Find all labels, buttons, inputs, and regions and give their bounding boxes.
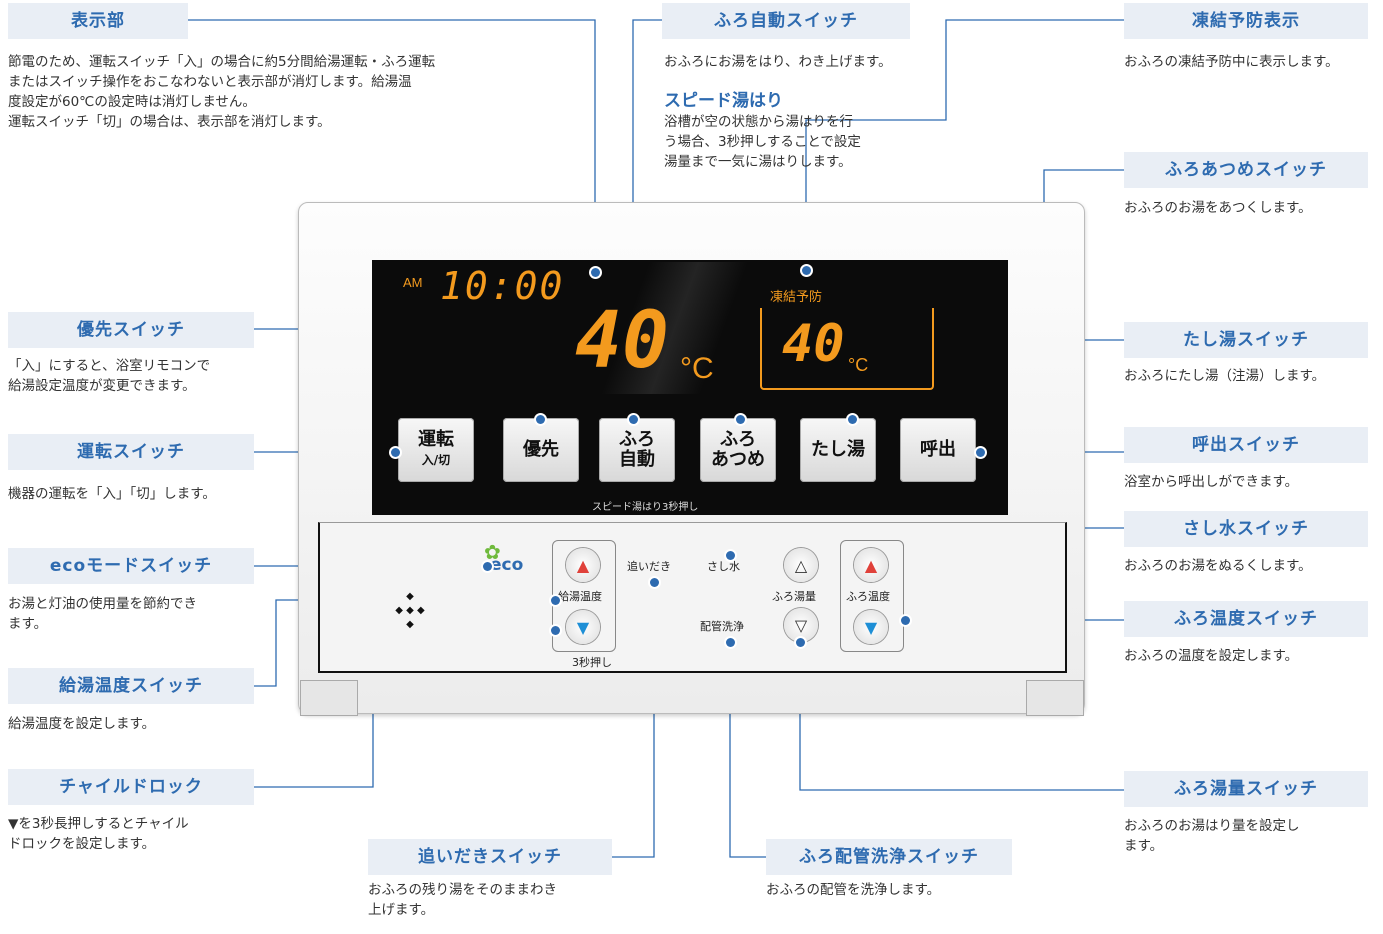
desc-yuusen-line: 給湯設定温度が変更できます。 <box>8 378 196 394</box>
desc-furo-atsume-line: おふろのお湯をあつくします。 <box>1124 200 1312 216</box>
desc-kyuto-ondo: 給湯温度を設定します。 <box>8 714 268 734</box>
desc-eco-line: ます。 <box>8 616 48 632</box>
desc-yuusen-line: 「入」にすると、浴室リモコンで <box>8 358 211 374</box>
desc-kyuto-ondo-line: 給湯温度を設定します。 <box>8 716 156 732</box>
desc-haikan-line: おふろの配管を洗浄します。 <box>766 882 941 898</box>
desc-touketsu: おふろの凍結予防中に表示します。 <box>1124 52 1379 72</box>
kyuto-ondo-up-button[interactable]: ▲ <box>566 548 600 582</box>
desc-eco-line: お湯と灯油の使用量を節約でき <box>8 596 197 612</box>
desc-oidaki-line: 上げます。 <box>368 902 435 918</box>
desc-furo-ondo-line: おふろの温度を設定します。 <box>1124 648 1299 664</box>
unten-button[interactable]: 運転 入/切 <box>398 418 474 482</box>
desc-furo-auto-line: おふろにお湯をはり、わき上げます。 <box>664 54 892 70</box>
desc-furo-yuryo: おふろのお湯はり量を設定し ます。 <box>1124 816 1379 856</box>
desc-yobidashi-line: 浴室から呼出しができます。 <box>1124 474 1299 490</box>
desc-touketsu-line: おふろの凍結予防中に表示します。 <box>1124 54 1339 70</box>
oidaki-button[interactable]: 追いだき <box>627 560 671 573</box>
desc-furo-yuryo-line: おふろのお湯はり量を設定し <box>1124 818 1300 834</box>
unten-button-label: 運転 <box>418 429 454 450</box>
desc-tashiyu-line: おふろにたし湯（注湯）します。 <box>1124 368 1326 384</box>
label-haikan: ふろ配管洗浄スイッチ <box>766 839 1012 875</box>
desc-furo-yuryo-line: ます。 <box>1124 838 1164 854</box>
yobidashi-button[interactable]: 呼出 <box>900 418 976 482</box>
kyuto-ondo-down-button[interactable]: ▼ <box>566 610 600 644</box>
label-furo-yuryo: ふろ湯量スイッチ <box>1124 771 1368 807</box>
eco-button[interactable]: eco <box>490 555 524 575</box>
desc-furo-ondo: おふろの温度を設定します。 <box>1124 646 1379 666</box>
kyuto-ondo-label: 給湯温度 <box>558 590 602 603</box>
desc-oidaki: おふろの残り湯をそのままわき 上げます。 <box>368 880 628 920</box>
label-child-lock: チャイルドロック <box>8 769 254 805</box>
desc-yobidashi: 浴室から呼出しができます。 <box>1124 472 1379 492</box>
desc-tashiyu: おふろにたし湯（注湯）します。 <box>1124 366 1379 386</box>
furo-atsume-button[interactable]: ふろ あつめ <box>700 418 776 482</box>
desc-display-line: 運転スイッチ「切」の場合は、表示部を消灯します。 <box>8 114 331 130</box>
label-furo-atsume: ふろあつめスイッチ <box>1124 152 1368 188</box>
label-yobidashi: 呼出スイッチ <box>1124 427 1368 463</box>
desc-display-line: またはスイッチ操作をおこなわないと表示部が消灯します。給湯温 <box>8 74 412 90</box>
desc-sashimizu-line: おふろのお湯をぬるくします。 <box>1124 558 1312 574</box>
desc-haikan: おふろの配管を洗浄します。 <box>766 880 1026 900</box>
desc-speed-line: 湯量まで一気に湯はりします。 <box>664 154 852 170</box>
label-unten: 運転スイッチ <box>8 434 254 470</box>
label-kyuto-ondo: 給湯温度スイッチ <box>8 668 254 704</box>
desc-furo-atsume: おふろのお湯をあつくします。 <box>1124 198 1379 218</box>
furo-yuryo-label: ふろ湯量 <box>772 590 816 603</box>
desc-eco: お湯と灯油の使用量を節約でき ます。 <box>8 594 268 634</box>
desc-speed-line: 浴槽が空の状態から湯はりを行 <box>664 114 853 130</box>
desc-yuusen: 「入」にすると、浴室リモコンで 給湯設定温度が変更できます。 <box>8 356 268 396</box>
desc-unten: 機器の運転を「入」「切」します。 <box>8 484 268 504</box>
label-yuusen: 優先スイッチ <box>8 312 254 348</box>
furo-auto-button[interactable]: ふろ 自動 <box>599 418 675 482</box>
desc-child-lock: ▼を3秒長押しするとチャイル ドロックを設定します。 <box>8 814 268 854</box>
label-furo-auto: ふろ自動スイッチ <box>662 3 910 39</box>
label-oidaki: 追いだきスイッチ <box>368 839 612 875</box>
sashimizu-button[interactable]: さし水 <box>707 560 740 573</box>
lock-note: 3秒押し <box>572 656 612 669</box>
yuusen-button[interactable]: 優先 <box>503 418 579 482</box>
furo-ondo-up-button[interactable]: ▲ <box>854 548 888 582</box>
label-touketsu: 凍結予防表示 <box>1124 3 1368 39</box>
desc-child-lock-line: ドロックを設定します。 <box>8 836 156 852</box>
furo-ondo-label: ふろ温度 <box>846 590 890 603</box>
desc-child-lock-line: ▼を3秒長押しするとチャイル <box>8 816 189 832</box>
unten-button-sub: 入/切 <box>421 453 451 467</box>
desc-display-line: 度設定が60℃の設定時は消灯しません。 <box>8 94 256 110</box>
desc-furo-auto: おふろにお湯をはり、わき上げます。 <box>664 52 924 72</box>
haikan-button[interactable]: 配管洗浄 <box>700 620 744 633</box>
desc-speed-line: う場合、3秒押しすることで設定 <box>664 134 861 150</box>
label-eco: ecoモードスイッチ <box>8 548 254 584</box>
desc-display: 節電のため、運転スイッチ「入」の場合に約5分間給湯運転・ふろ運転 またはスイッチ… <box>8 52 548 132</box>
label-display: 表示部 <box>8 3 188 39</box>
furo-yuryo-up-button[interactable]: △ <box>784 548 818 582</box>
desc-speed: 浴槽が空の状態から湯はりを行 う場合、3秒押しすることで設定 湯量まで一気に湯は… <box>664 112 924 172</box>
label-sashimizu: さし水スイッチ <box>1124 511 1368 547</box>
desc-sashimizu: おふろのお湯をぬるくします。 <box>1124 556 1379 576</box>
label-tashiyu: たし湯スイッチ <box>1124 322 1368 358</box>
speed-title: スピード湯はり <box>664 91 783 111</box>
tashiyu-button[interactable]: たし湯 <box>800 418 876 482</box>
label-furo-ondo: ふろ温度スイッチ <box>1124 601 1368 637</box>
desc-display-line: 節電のため、運転スイッチ「入」の場合に約5分間給湯運転・ふろ運転 <box>8 54 436 70</box>
desc-unten-line: 機器の運転を「入」「切」します。 <box>8 486 216 502</box>
furo-ondo-down-button[interactable]: ▼ <box>854 610 888 644</box>
furo-yuryo-down-button[interactable]: ▽ <box>784 608 818 642</box>
desc-oidaki-line: おふろの残り湯をそのままわき <box>368 882 557 898</box>
